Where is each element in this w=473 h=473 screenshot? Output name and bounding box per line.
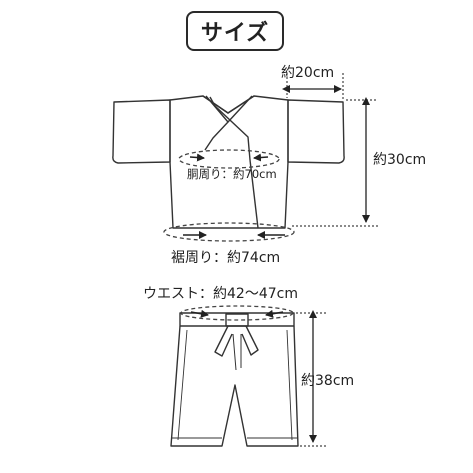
- hem-measure-ring: [163, 222, 295, 242]
- chest-measure-ring: [178, 149, 280, 169]
- jacket-length-label: 約30cm: [373, 152, 427, 168]
- waist-label: ウエスト：約42〜47cm: [143, 286, 298, 302]
- hem-label: 裾周り：約74cm: [171, 250, 281, 266]
- chest-label: 胴周り：約70cm: [187, 167, 277, 181]
- size-title-text: サイズ: [200, 21, 270, 46]
- sleeve-width-label: 約20cm: [281, 65, 335, 81]
- jacket-outline: [112, 95, 345, 229]
- waist-measure-ring: [180, 305, 294, 321]
- shorts-length-dimension: [296, 310, 326, 447]
- size-title: サイズ: [186, 11, 284, 51]
- shorts-outline: [170, 312, 299, 447]
- sleeve-width-dimension: [282, 73, 344, 100]
- shorts-length-label: 約38cm: [301, 373, 355, 389]
- jacket-length-dimension: [292, 97, 378, 227]
